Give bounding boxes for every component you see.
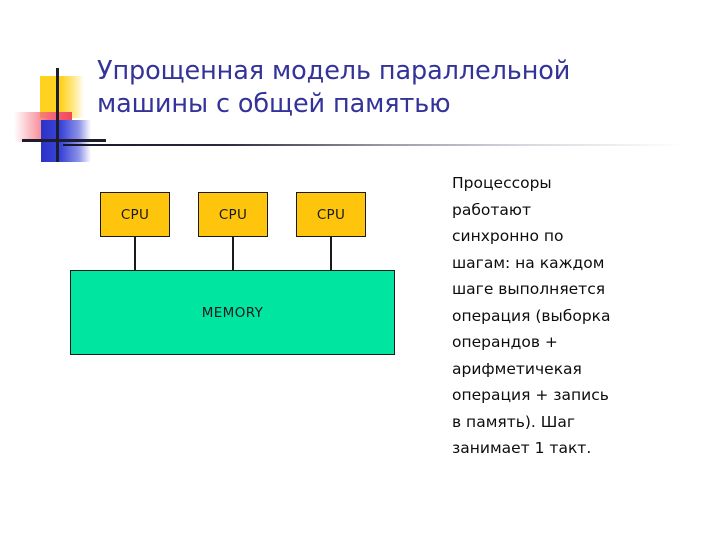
cpu-box-2: CPU xyxy=(198,192,268,237)
connector-line-cpu-1-to-memory xyxy=(134,237,136,272)
explanation-line-11: занимает 1 такт. xyxy=(452,439,592,457)
yellow-square-shape xyxy=(40,76,84,118)
cpu-box-3: CPU xyxy=(296,192,366,237)
cpu-box-1-label: CPU xyxy=(120,206,150,223)
slide-title-line-1: Упрощенная модель параллельной xyxy=(97,56,571,86)
explanation-line-10: в память). Шаг xyxy=(452,412,575,431)
connector-line-cpu-3-to-memory xyxy=(330,237,332,272)
connector-line-cpu-2-to-memory xyxy=(232,237,234,272)
explanation-line-5: шаге выполняется xyxy=(452,280,606,298)
cpu-box-1: CPU xyxy=(100,192,170,237)
memory-box: MEMORY xyxy=(70,270,395,355)
explanation-line-9: операция + запись xyxy=(452,386,609,404)
cpu-box-3-label: CPU xyxy=(316,206,346,223)
memory-box-label: MEMORY xyxy=(201,304,264,321)
explanation-line-8: арифметичекая xyxy=(452,359,582,378)
vertical-bar-shape xyxy=(56,68,59,162)
horizontal-bar-shape xyxy=(22,139,106,142)
explanation-line-4: шагам: на каждом xyxy=(452,253,605,272)
explanation-text-block: Процессоры работают синхронно по шагам: … xyxy=(452,170,702,462)
title-divider-rule xyxy=(63,144,683,146)
explanation-line-7: операндов + xyxy=(452,333,558,351)
slide-title-line-2: машины с общей памятью xyxy=(97,89,451,119)
cpu-box-2-label: CPU xyxy=(218,206,248,223)
explanation-line-1: Процессоры xyxy=(452,174,552,192)
shared-memory-architecture-diagram: CPU CPU CPU MEMORY xyxy=(70,192,395,355)
explanation-line-6: операция (выборка xyxy=(452,306,611,325)
slide-title: Упрощенная модель параллельной машины с … xyxy=(97,55,677,121)
explanation-line-3: синхронно по xyxy=(452,227,564,245)
decorative-corner-motif xyxy=(14,68,106,162)
explanation-line-2: работают xyxy=(452,200,531,219)
